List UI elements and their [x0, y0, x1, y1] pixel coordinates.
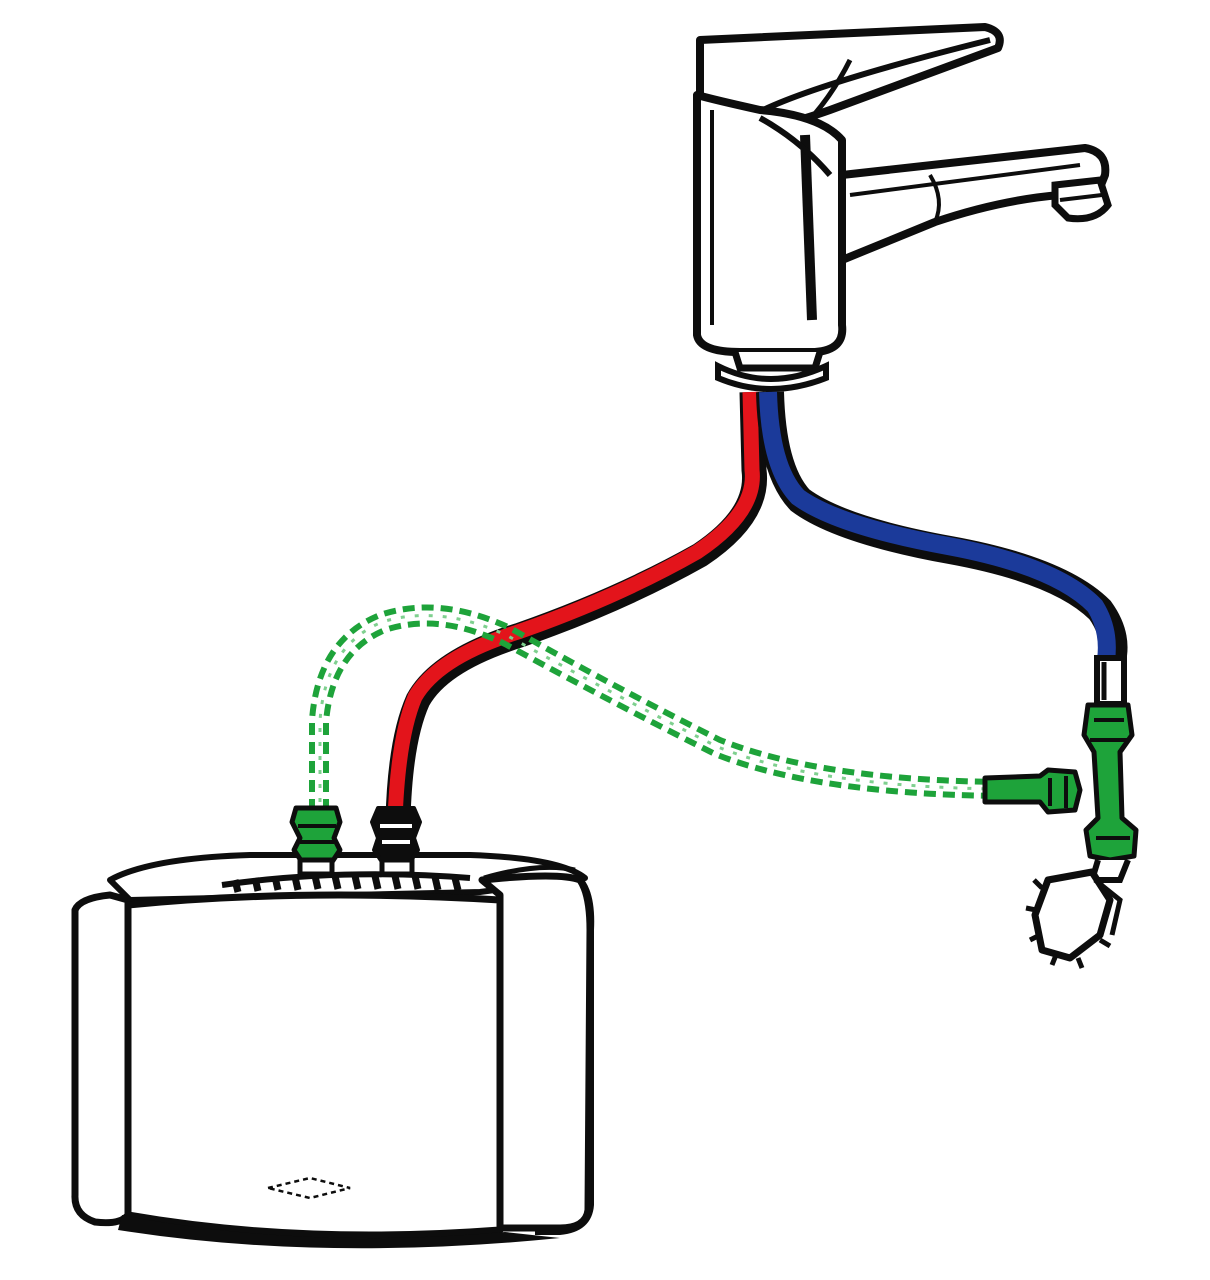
heater-supply-line [309, 604, 1001, 830]
heater-left-panel [71, 891, 132, 1227]
valve-handle [1031, 868, 1114, 962]
heater-right-panel [478, 872, 594, 1232]
heater-front [124, 891, 504, 1239]
cold-ferrule [1094, 655, 1127, 707]
faucet-icon [693, 23, 1112, 392]
angle-valve-icon [982, 702, 1139, 969]
heater-outlet-connector [370, 806, 422, 877]
heater-logo-mark [267, 1176, 351, 1200]
hot-water-line [385, 391, 768, 821]
heater-inlet-connector [289, 805, 343, 877]
faucet-ring [715, 361, 829, 392]
water-heater-icon [71, 805, 595, 1249]
faucet-body [693, 91, 847, 356]
faucet-base [731, 350, 824, 372]
cold-water-line [756, 391, 1128, 707]
heater-vents [221, 871, 471, 893]
